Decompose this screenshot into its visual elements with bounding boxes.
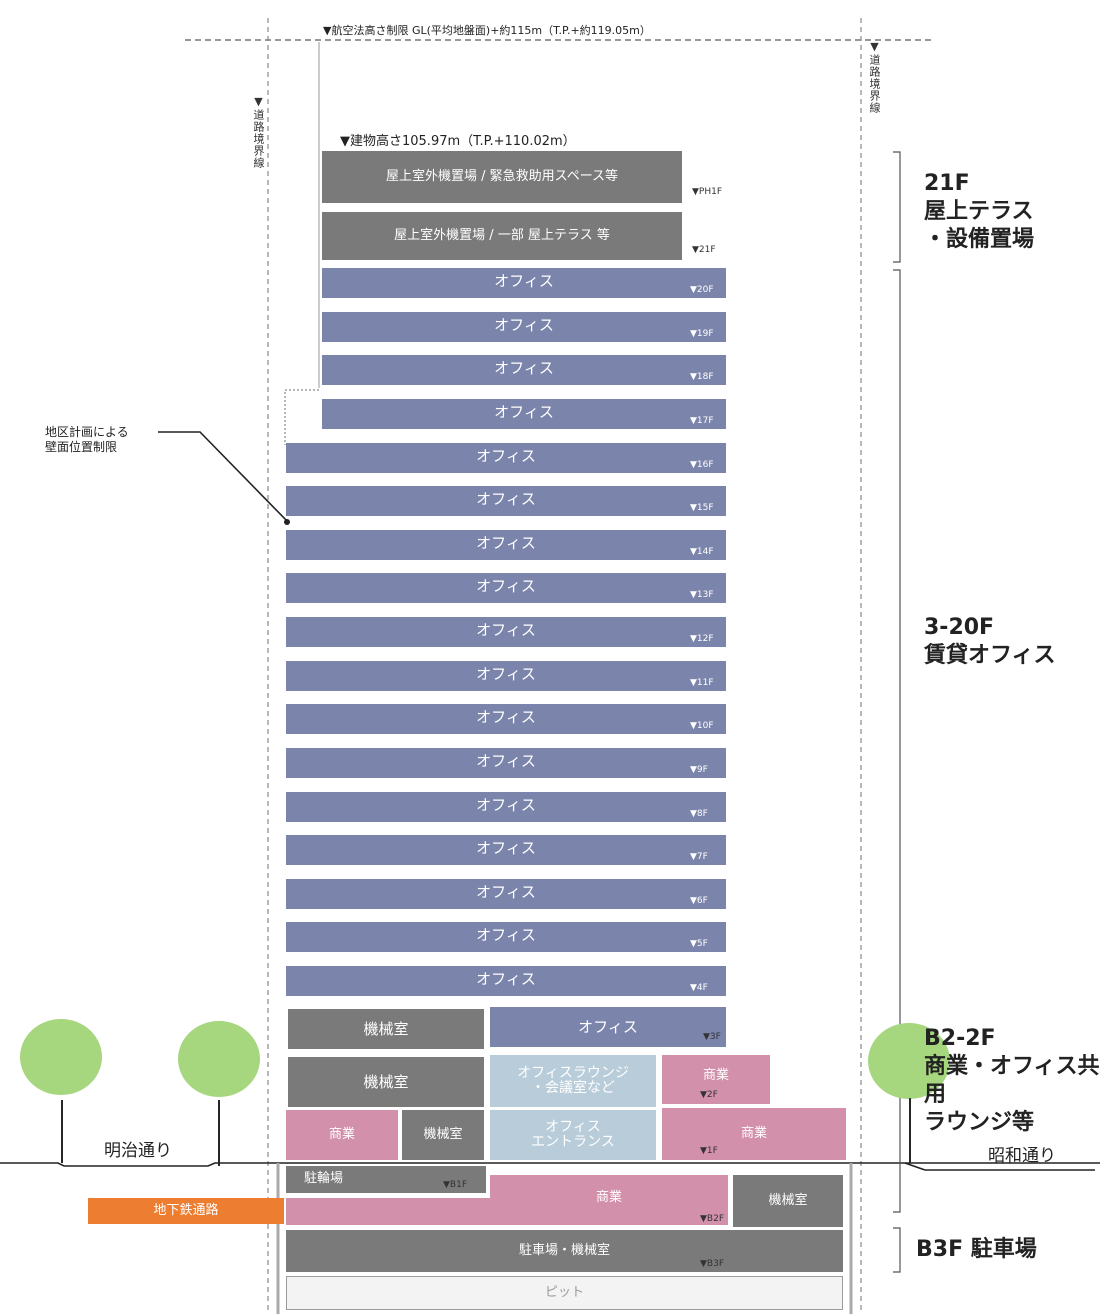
b1-bicycle-parking: 駐輪場 bbox=[286, 1166, 486, 1193]
summary-bottom: B3F 駐車場 bbox=[916, 1237, 1037, 1262]
f3-machine-room: 機械室 bbox=[288, 1009, 484, 1049]
street-right: 昭和通り bbox=[988, 1146, 1056, 1166]
office-floor-block: オフィス bbox=[286, 617, 726, 647]
floor-mark-office: ▼7F bbox=[690, 852, 708, 863]
pit: ピット bbox=[286, 1276, 843, 1310]
floor-mark-b2f: ▼B2F bbox=[700, 1214, 724, 1224]
floor-mark-office: ▼6F bbox=[690, 895, 708, 906]
office-floor-block: オフィス bbox=[286, 747, 726, 778]
office-floor-block: オフィス bbox=[286, 878, 726, 909]
office-floor-block: オフィス bbox=[286, 529, 726, 560]
tree-left-2 bbox=[178, 1021, 260, 1097]
floor-mark-office: ▼16F bbox=[690, 459, 714, 470]
wall-position-limit-note: 地区計画による 壁面位置制限 bbox=[45, 425, 129, 454]
building-height: ▼建物高さ105.97m（T.P.+110.02m） bbox=[340, 134, 576, 149]
f2-office-lounge: オフィスラウンジ ・会議室など bbox=[490, 1055, 656, 1107]
f2-machine-room: 機械室 bbox=[288, 1057, 484, 1107]
office-floor-block: オフィス bbox=[286, 922, 726, 953]
floor-mark-office: ▼15F bbox=[690, 503, 714, 514]
summary-middle: 3-20F 賃貸オフィス bbox=[924, 615, 1056, 669]
b2-machine-room: 機械室 bbox=[733, 1175, 843, 1227]
road-boundary-right: ▼道路境界線 bbox=[868, 40, 881, 114]
tree-right bbox=[868, 1023, 950, 1099]
road-boundary-left: ▼道路境界線 bbox=[252, 95, 265, 169]
b3-parking-machine-room: 駐車場・機械室 bbox=[286, 1230, 843, 1272]
office-floor-block: オフィス bbox=[286, 791, 726, 822]
floor-mark-office: ▼17F bbox=[690, 415, 714, 426]
floor-mark-3f: ▼3F bbox=[703, 1032, 721, 1042]
f2-commercial: 商業 bbox=[662, 1055, 770, 1104]
summary-lower: B2-2F 商業・オフィス共用 ラウンジ等 bbox=[924, 1026, 1100, 1136]
b2-commercial-lower bbox=[286, 1198, 728, 1225]
floor-mark-office: ▼8F bbox=[690, 808, 708, 819]
office-floor-block: オフィス bbox=[286, 704, 726, 735]
floor-mark-office: ▼11F bbox=[690, 677, 714, 688]
floor-mark-office: ▼14F bbox=[690, 546, 714, 557]
floor-mark-21f: ▼21F bbox=[692, 245, 716, 255]
street-left: 明治通り bbox=[104, 1141, 172, 1161]
office-floor-block: オフィス bbox=[322, 398, 726, 429]
f1-machine-room: 機械室 bbox=[402, 1110, 484, 1160]
office-floor-block: オフィス bbox=[286, 486, 726, 517]
floor-mark-1f: ▼1F bbox=[700, 1146, 718, 1156]
office-floor-block: オフィス bbox=[286, 835, 726, 866]
office-floor-block: オフィス bbox=[322, 311, 726, 342]
floor-mark-b3f: ▼B3F bbox=[700, 1259, 724, 1269]
floor-mark-ph1f: ▼PH1F bbox=[692, 187, 723, 197]
roof-21f-block: 屋上室外機置場 / 一部 屋上テラス 等 bbox=[322, 212, 682, 260]
office-floor-block: オフィス bbox=[286, 660, 726, 691]
office-floor-block: オフィス bbox=[322, 268, 726, 298]
floor-mark-b1f: ▼B1F bbox=[443, 1180, 467, 1190]
office-floor-block: オフィス bbox=[286, 966, 726, 996]
floor-mark-office: ▼12F bbox=[690, 634, 714, 644]
f1-commercial-left: 商業 bbox=[286, 1110, 398, 1160]
floor-mark-office: ▼4F bbox=[690, 983, 708, 993]
office-floor-block: オフィス bbox=[322, 355, 726, 386]
floor-mark-office: ▼13F bbox=[690, 590, 714, 601]
b2-commercial-text: 商業 bbox=[595, 1189, 622, 1205]
subway-passage: 地下鉄通路 bbox=[88, 1198, 284, 1224]
floor-mark-office: ▼5F bbox=[690, 939, 708, 950]
floor-mark-office: ▼9F bbox=[690, 764, 708, 775]
floor-mark-2f: ▼2F bbox=[700, 1090, 718, 1100]
floor-mark-office: ▼10F bbox=[690, 721, 714, 732]
f1-office-entrance: オフィス エントランス bbox=[490, 1110, 656, 1160]
floor-mark-office: ▼18F bbox=[690, 372, 714, 383]
floor-mark-office: ▼19F bbox=[690, 328, 714, 339]
summary-top: 21F 屋上テラス ・設備置場 bbox=[924, 171, 1035, 253]
office-floor-block: オフィス bbox=[286, 573, 726, 604]
f3-office: オフィス bbox=[490, 1007, 726, 1047]
roof-ph1f-block: 屋上室外機置場 / 緊急救助用スペース等 bbox=[322, 151, 682, 203]
tree-left-1 bbox=[20, 1019, 102, 1095]
office-floor-block: オフィス bbox=[286, 442, 726, 473]
f1-commercial-right: 商業 bbox=[662, 1108, 846, 1160]
floor-mark-office: ▼20F bbox=[690, 285, 714, 295]
aviation-height-limit: ▼航空法高さ制限 GL(平均地盤面)+約115m（T.P.+約119.05m） bbox=[323, 24, 651, 37]
